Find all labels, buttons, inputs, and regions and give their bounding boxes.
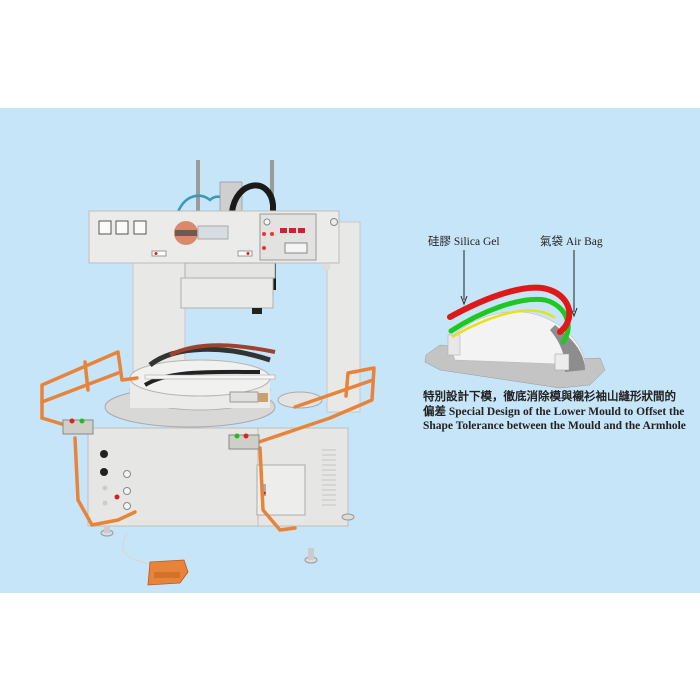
silica-gel-label: 硅膠 Silica Gel [428,236,500,248]
caption-line-3: Shape Tolerance between the Mould and th… [423,420,686,432]
caption-line-1: 特別設計下模，徹底消除模與襯衫袖山縫形狀間的 [423,391,676,403]
air-bag-label: 氣袋 Air Bag [540,236,603,248]
illustration-caption: 特別設計下模，徹底消除模與襯衫袖山縫形狀間的 偏差 Special Design… [423,390,700,434]
caption-line-2: 偏差 Special Design of the Lower Mould to … [423,405,685,418]
